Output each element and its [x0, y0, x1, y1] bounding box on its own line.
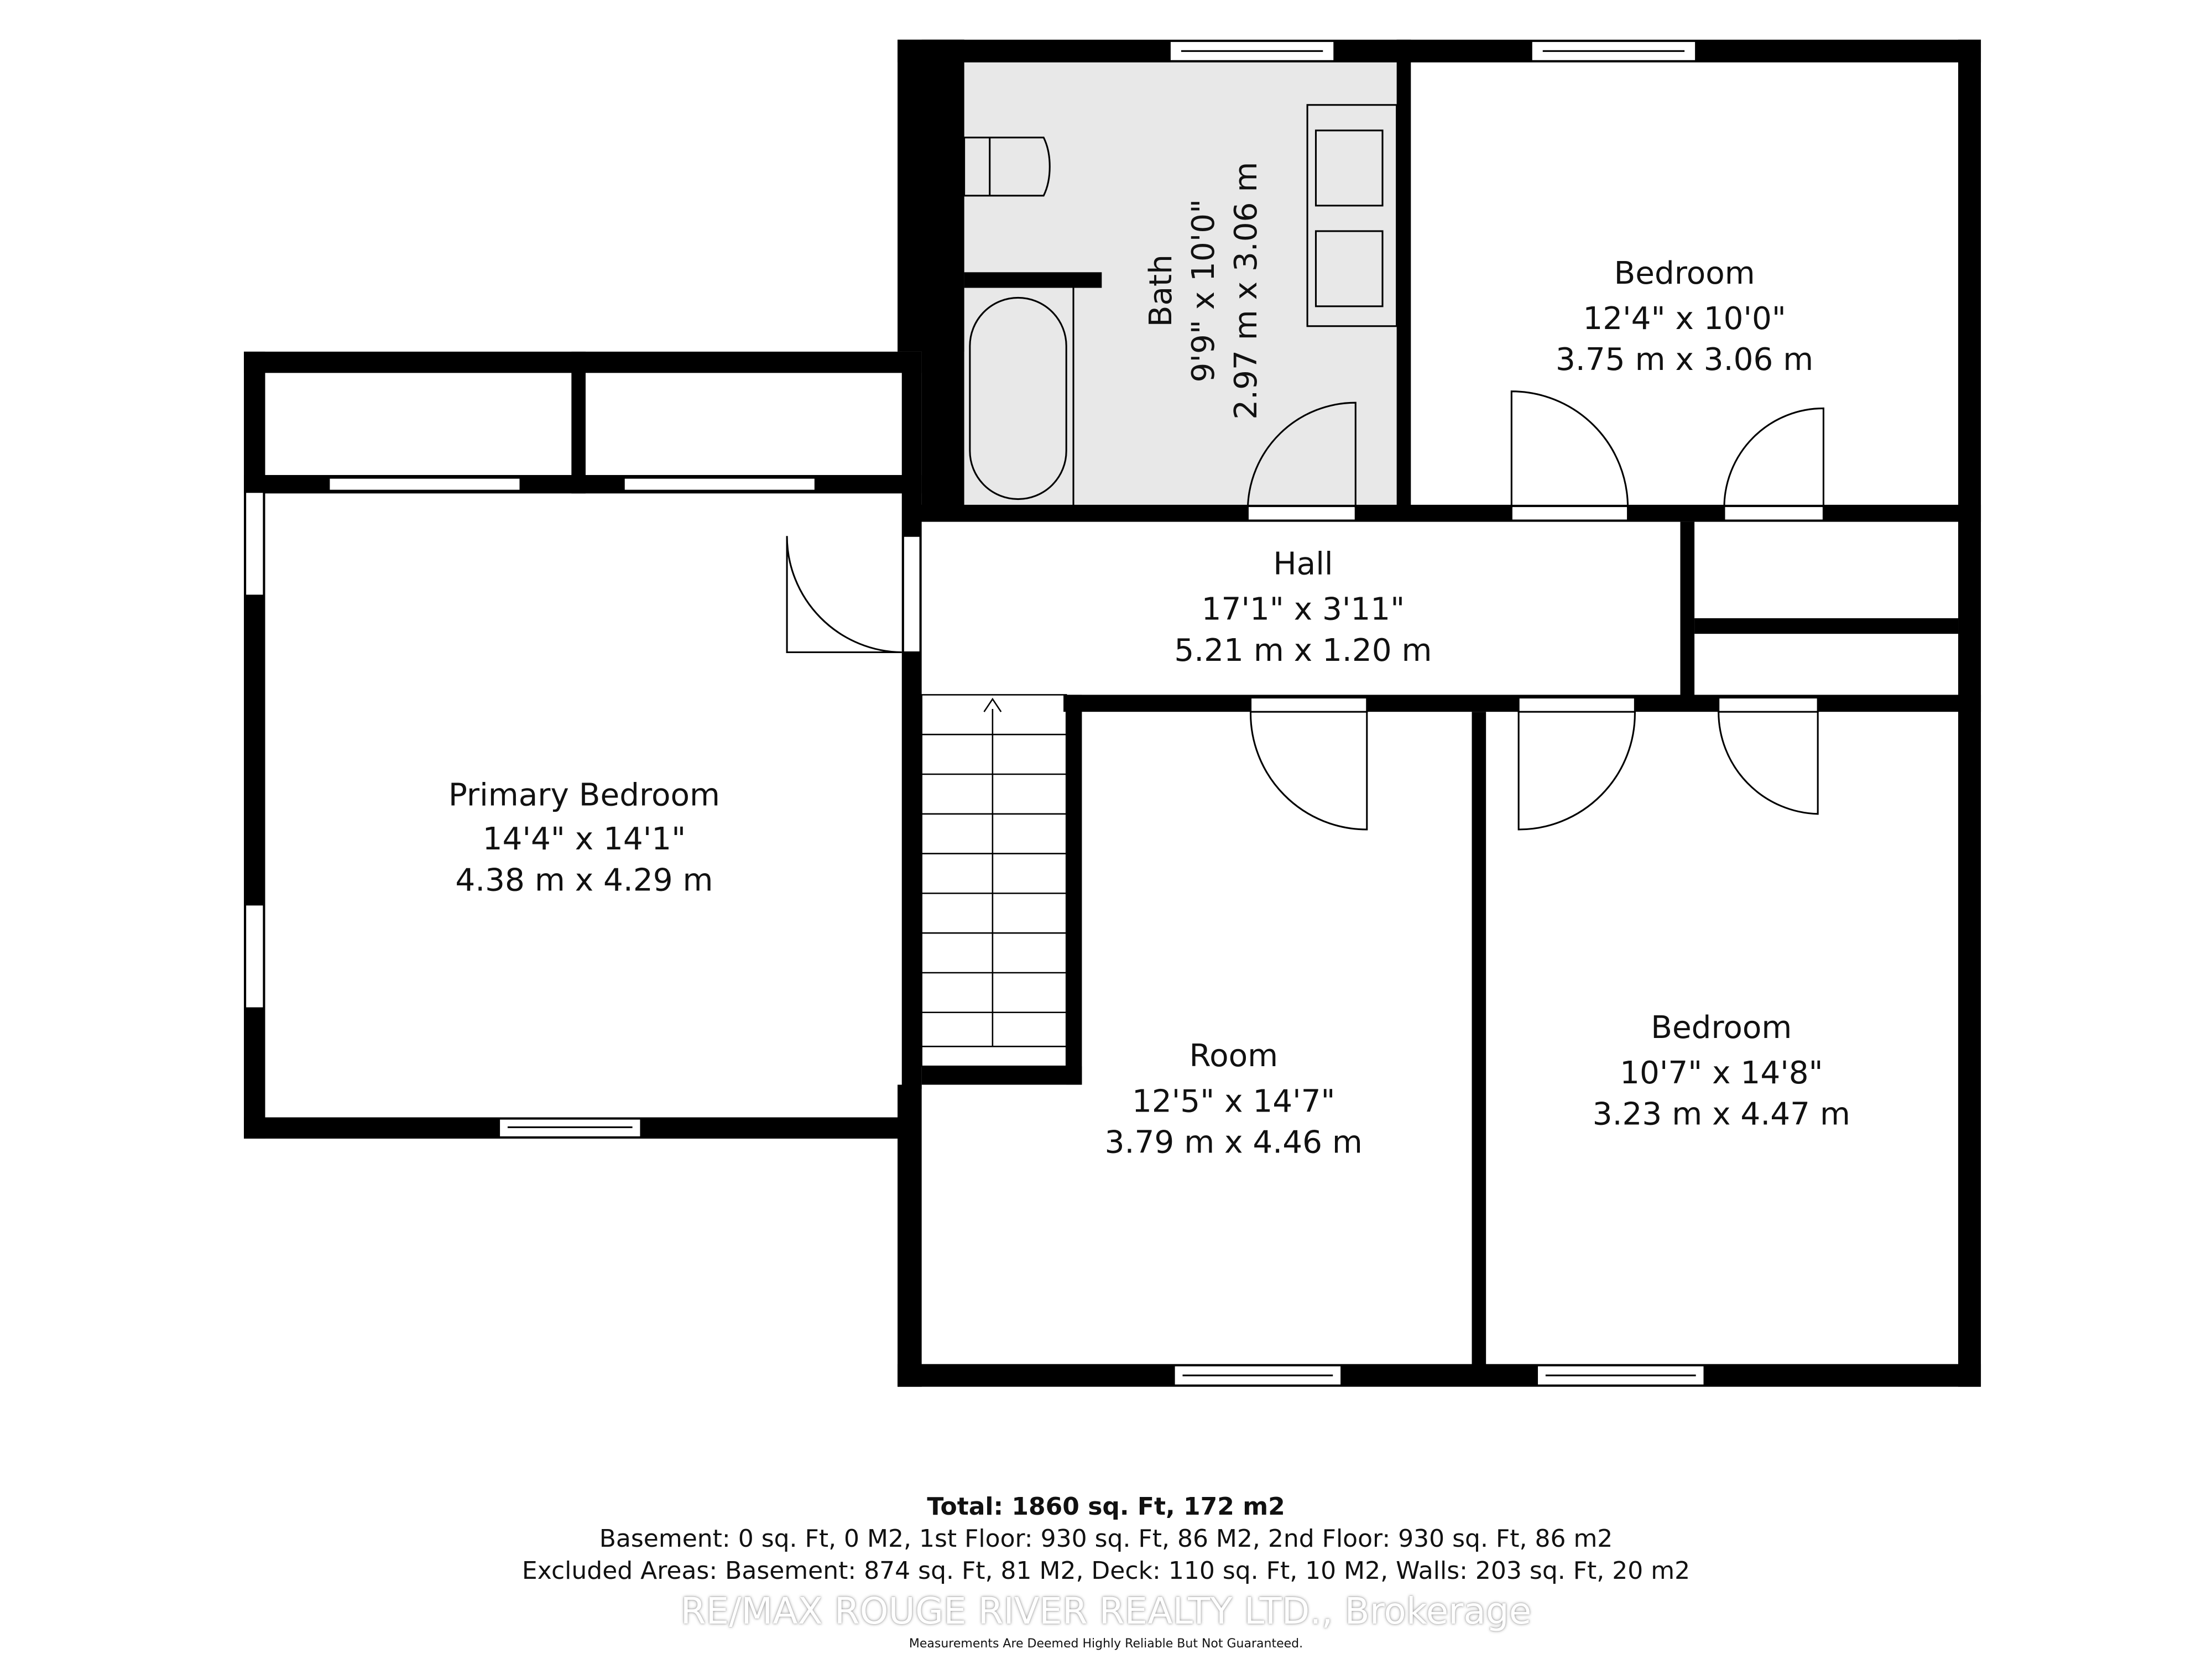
bedroom-ne-imperial: 12'4" x 10'0" [1583, 301, 1786, 337]
vanity [1306, 104, 1398, 327]
room-name: Room [1189, 1038, 1278, 1074]
bath-fixtures [963, 104, 1398, 508]
excluded-areas: Excluded Areas: Basement: 874 sq. Ft, 81… [521, 1557, 1691, 1585]
bedroom-se-metric: 3.23 m x 4.47 m [1593, 1096, 1850, 1132]
bath-name: Bath [1143, 254, 1179, 327]
room-metric: 3.79 m x 4.46 m [1105, 1125, 1363, 1161]
bath-imperial: 9'9" x 10'0" [1186, 199, 1222, 383]
bedroom-se-imperial: 10'7" x 14'8" [1620, 1055, 1823, 1091]
primary-metric: 4.38 m x 4.29 m [455, 862, 713, 898]
sink-icon [1314, 230, 1384, 307]
room-imperial: 12'5" x 14'7" [1132, 1083, 1335, 1119]
windows [244, 40, 1705, 1386]
bathtub-icon [969, 296, 1067, 500]
hall-imperial: 17'1" x 3'11" [1202, 592, 1405, 628]
sink-icon [1314, 129, 1384, 207]
primary-imperial: 14'4" x 14'1" [483, 821, 686, 857]
bedroom-ne-metric: 3.75 m x 3.06 m [1556, 342, 1813, 378]
disclaimer: Measurements Are Deemed Highly Reliable … [909, 1637, 1303, 1651]
bedroom-se-name: Bedroom [1651, 1010, 1792, 1046]
total-area: Total: 1860 sq. Ft, 172 m2 [927, 1493, 1285, 1521]
floor-areas: Basement: 0 sq. Ft, 0 M2, 1st Floor: 930… [599, 1525, 1613, 1553]
room-labels: Bedroom 12'4" x 10'0" 3.75 m x 3.06 m Ba… [448, 162, 1850, 1161]
hall-name: Hall [1273, 546, 1333, 582]
bedroom-ne-name: Bedroom [1614, 255, 1755, 291]
primary-name: Primary Bedroom [448, 777, 720, 813]
stairs [921, 694, 1067, 1067]
hall-metric: 5.21 m x 1.20 m [1174, 633, 1432, 669]
bath-metric: 2.97 m x 3.06 m [1228, 162, 1264, 420]
walls [244, 39, 1981, 1387]
brokerage-watermark: RE/MAX ROUGE RIVER REALTY LTD., Brokerag… [680, 1590, 1532, 1632]
toilet-icon [963, 137, 1051, 197]
doors [786, 390, 1824, 831]
